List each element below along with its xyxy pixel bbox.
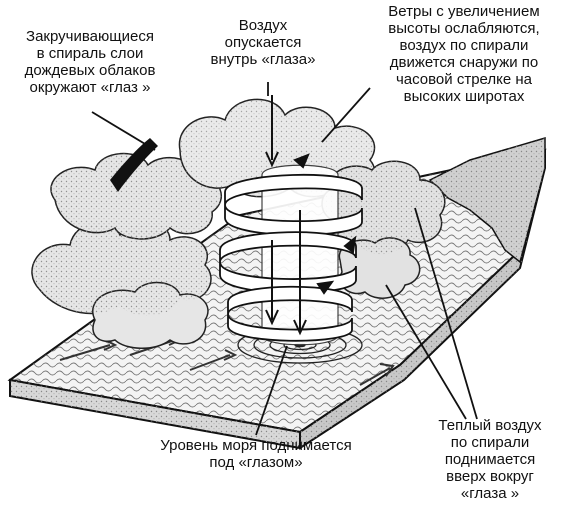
label-line: дождевых облаков bbox=[24, 62, 156, 79]
label-line: внутрь «глаза» bbox=[210, 51, 316, 68]
label-line: движется снаружи по bbox=[389, 54, 539, 71]
label-line: Закручивающиеся bbox=[26, 28, 154, 45]
descending-air-arrows bbox=[265, 95, 307, 336]
label-line: опускается bbox=[224, 34, 302, 51]
label-line: воздух по спирали bbox=[399, 37, 529, 54]
label-line: высоких широтах bbox=[403, 88, 525, 105]
label-line: Ветры с увеличением bbox=[388, 3, 540, 20]
label-spiral-rain-clouds: Закручивающиеся в спираль слои дождевых … bbox=[4, 28, 176, 96]
leader-warm-air bbox=[385, 284, 467, 420]
label-line: Теплый воздух bbox=[438, 417, 542, 434]
label-line: «глаза » bbox=[460, 485, 520, 502]
spiral-direction-arrows bbox=[293, 153, 357, 295]
label-line: по спирали bbox=[450, 434, 530, 451]
label-warm-air-rises: Теплый воздух по спирали поднимается вве… bbox=[398, 417, 582, 502]
label-line: Уровень моря поднимается bbox=[160, 437, 352, 454]
cloud-band-left-shading bbox=[31, 153, 222, 316]
coastline-land-texture bbox=[430, 138, 545, 262]
leader-warm-air-2 bbox=[414, 207, 478, 420]
rain-band-dark bbox=[110, 138, 158, 192]
leader-lines bbox=[91, 82, 478, 436]
label-line: поднимается bbox=[444, 451, 536, 468]
label-line: высоты ослабляются, bbox=[388, 20, 540, 37]
label-sea-level-rises: Уровень моря поднимается под «глазом» bbox=[108, 437, 404, 471]
label-line: часовой стрелке на bbox=[395, 71, 533, 88]
label-line: вверх вокруг bbox=[446, 468, 534, 485]
label-line: в спираль слои bbox=[36, 45, 144, 62]
leader-sea-level bbox=[255, 345, 288, 436]
label-descending-air: Воздух опускается внутрь «глаза» bbox=[196, 17, 330, 68]
label-winds-weaken: Ветры с увеличением высоты ослабляются, … bbox=[344, 3, 584, 105]
label-line: Воздух bbox=[238, 17, 288, 34]
label-line: окружают «глаз » bbox=[29, 79, 151, 96]
ocean-front-right-texture bbox=[300, 150, 545, 448]
leader-winds bbox=[321, 87, 371, 143]
ocean-front-left-texture bbox=[10, 380, 300, 448]
label-line: под «глазом» bbox=[209, 454, 303, 471]
leader-clouds bbox=[91, 111, 156, 151]
